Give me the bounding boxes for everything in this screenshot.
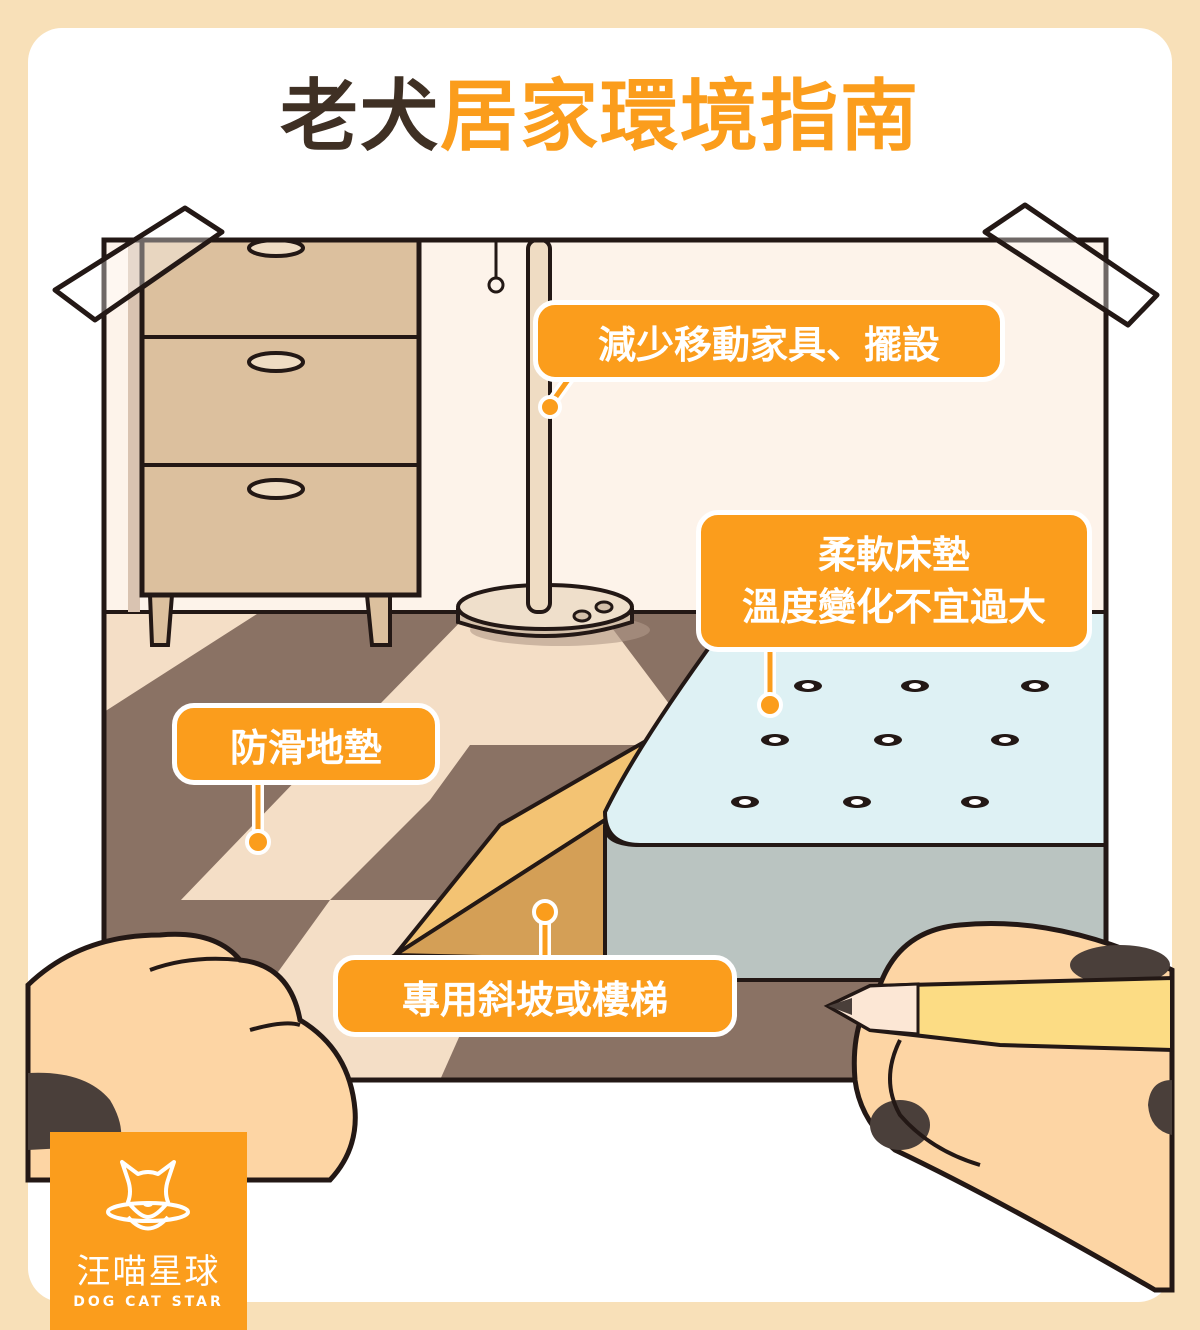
- pencil-icon: [823, 975, 1174, 1053]
- left-paw: [25, 931, 358, 1183]
- callout-mattress: 柔軟床墊 溫度變化不宜過大: [696, 510, 1092, 652]
- brand-logo[interactable]: 汪喵星球 DOG CAT STAR: [50, 1132, 247, 1330]
- callout-ramp: 專用斜坡或樓梯: [333, 955, 737, 1037]
- callout-text: 溫度變化不宜過大: [741, 585, 1046, 629]
- right-paw-with-pencil: [823, 920, 1175, 1293]
- callout-text: 防滑地墊: [229, 725, 382, 770]
- pull-cord-icon: [487, 276, 505, 294]
- title-main: 居家環境指南: [440, 72, 921, 162]
- picture-frame: [101, 237, 1109, 1083]
- drawer-handle-icon: [247, 351, 305, 373]
- brand-name-en: DOG CAT STAR: [73, 1294, 224, 1310]
- tape-top-left-icon: [52, 205, 225, 323]
- tape-top-right-icon: [982, 202, 1160, 328]
- cat-face-planet-icon: [106, 1160, 190, 1231]
- drawer-handle-icon: [247, 478, 305, 500]
- callout-text: 柔軟床墊: [817, 533, 970, 577]
- callout-furniture: 減少移動家具、擺設: [533, 300, 1005, 382]
- drawer-handle-icon: [247, 240, 305, 258]
- page-title: 老犬居家環境指南: [0, 72, 1200, 162]
- callout-anti-slip-mat: 防滑地墊: [172, 703, 440, 785]
- title-prefix: 老犬: [279, 72, 440, 162]
- dresser: [128, 240, 422, 647]
- brand-name-zh: 汪喵星球: [76, 1252, 221, 1292]
- callout-text: 專用斜坡或樓梯: [401, 977, 668, 1022]
- callout-text: 減少移動家具、擺設: [597, 322, 940, 367]
